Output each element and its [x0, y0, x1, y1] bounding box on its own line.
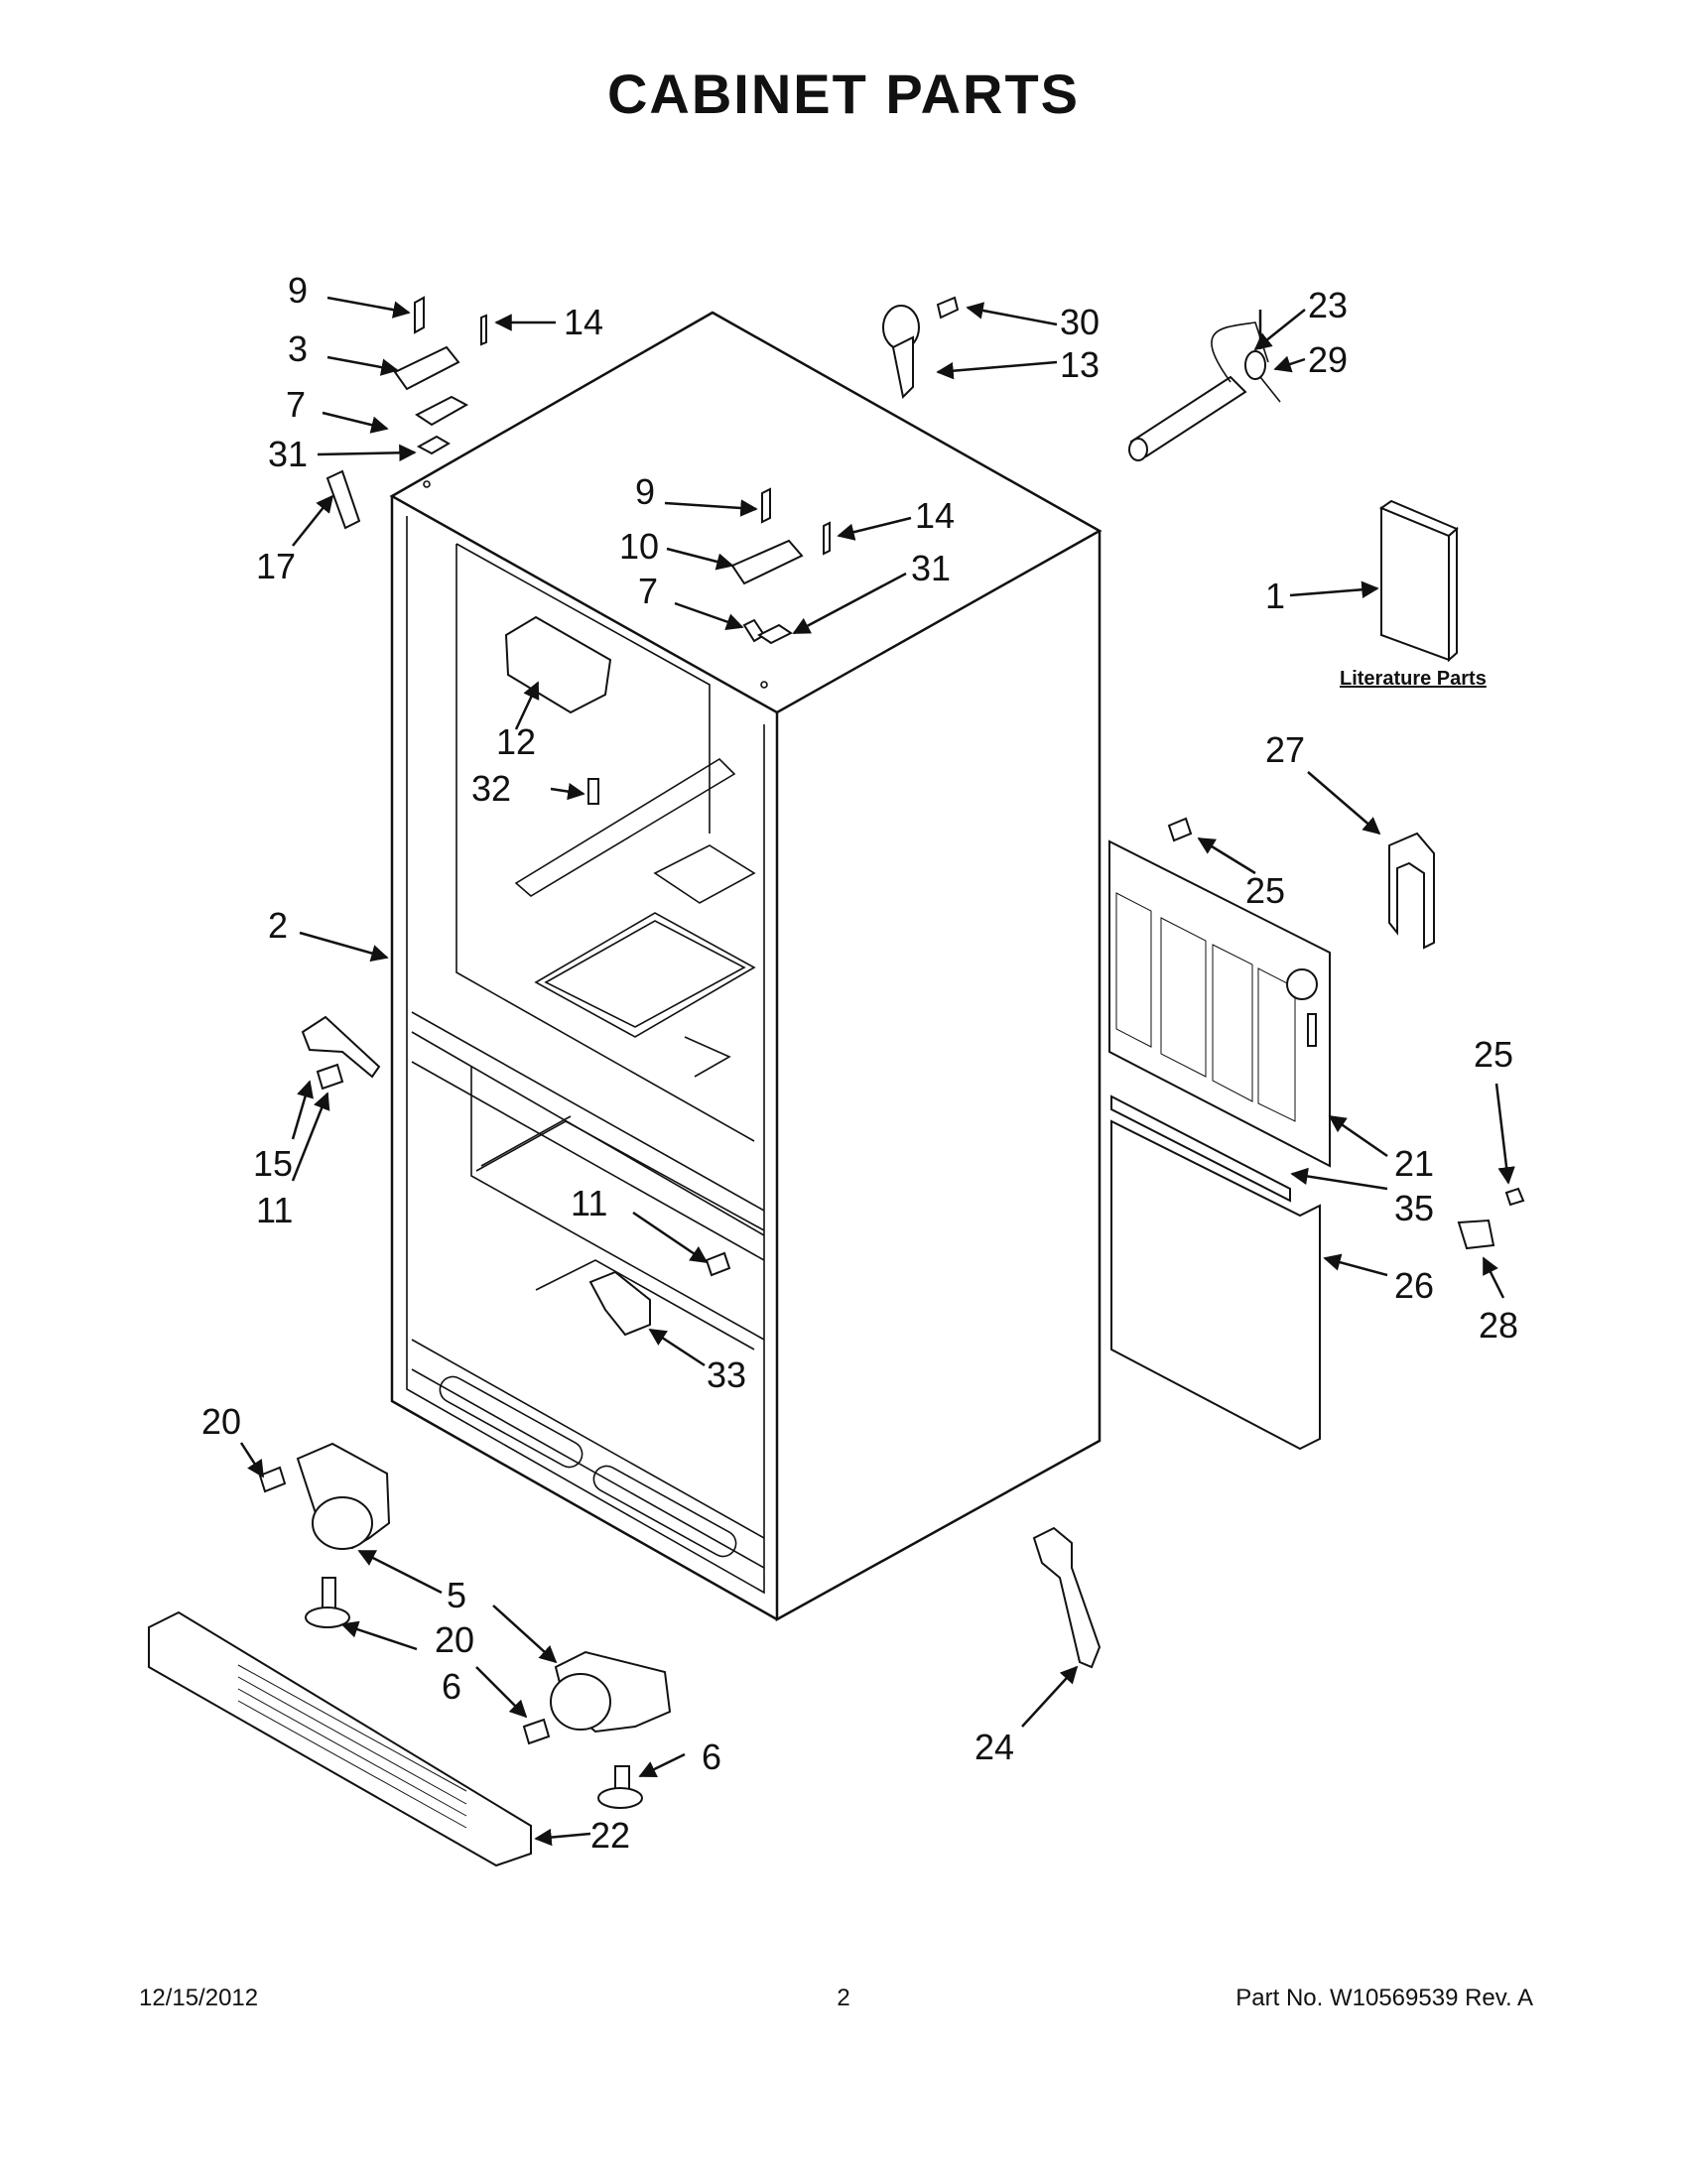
callout-7: 7 — [638, 571, 658, 611]
callout-1: 1 — [1265, 576, 1285, 616]
callout-27: 27 — [1265, 729, 1305, 770]
part-28-clip — [1457, 1219, 1495, 1250]
part-26-panel — [1110, 1119, 1321, 1451]
part-11-screw-center — [705, 1251, 731, 1277]
callout-2: 2 — [268, 905, 288, 946]
top-left-hinge-assembly — [325, 296, 487, 530]
callout-23: 23 — [1308, 285, 1348, 325]
callout-11: 11 — [256, 1190, 293, 1230]
callout-6: 6 — [702, 1736, 721, 1777]
part-32-screw — [587, 778, 599, 805]
callout-14: 14 — [915, 495, 955, 536]
part-23-tube — [1128, 321, 1281, 461]
callout-14: 14 — [564, 302, 603, 342]
callout-9: 9 — [635, 471, 655, 512]
callout-17: 17 — [256, 546, 296, 586]
part-27-clip — [1388, 832, 1435, 950]
part-25-screw-clip — [1504, 1187, 1525, 1207]
callout-24: 24 — [974, 1727, 1014, 1767]
callout-20: 20 — [435, 1619, 474, 1660]
callout-12: 12 — [496, 721, 536, 762]
page-title: CABINET PARTS — [606, 63, 1081, 125]
callout-33: 33 — [707, 1354, 746, 1395]
callout-labels: 9 14 3 7 31 17 9 14 10 7 31 12 32 2 30 1… — [201, 270, 1518, 1856]
part-25-screw-top — [1167, 817, 1193, 842]
callout-20: 20 — [201, 1401, 241, 1442]
literature-book — [1378, 499, 1459, 663]
part-35-strip — [1110, 1094, 1291, 1203]
callout-31: 31 — [268, 434, 308, 474]
callout-35: 35 — [1394, 1188, 1434, 1228]
part-13-pulley — [882, 296, 960, 400]
callout-26: 26 — [1394, 1265, 1434, 1306]
part-11-screw-left — [316, 1063, 344, 1091]
callout-5: 5 — [447, 1575, 466, 1615]
callout-15: 15 — [253, 1143, 293, 1184]
callout-25: 25 — [1245, 870, 1285, 911]
callout-21: 21 — [1394, 1143, 1434, 1184]
part-22-base-grille — [148, 1610, 532, 1867]
literature-parts-label: Literature Parts — [1340, 668, 1487, 690]
callout-7: 7 — [286, 384, 306, 425]
callout-25: 25 — [1474, 1034, 1513, 1075]
part-15-bracket — [301, 1015, 381, 1079]
footer-part-number: Part No. W10569539 Rev. A — [1235, 1985, 1533, 2011]
footer-page-number: 2 — [837, 1985, 850, 2011]
part-33-bracket — [588, 1270, 651, 1337]
part-21-grille — [1108, 839, 1331, 1168]
callout-32: 32 — [471, 768, 511, 809]
part-24-tool — [1032, 1526, 1102, 1669]
leader-lines — [239, 296, 1515, 1847]
footer-date: 12/15/2012 — [139, 1985, 259, 2011]
callout-9: 9 — [288, 270, 308, 311]
right-roller-assembly — [522, 1650, 672, 1809]
callout-31: 31 — [911, 548, 951, 588]
callout-10: 10 — [619, 526, 659, 567]
callout-13: 13 — [1060, 344, 1100, 385]
part-12-bracket — [504, 615, 612, 714]
callout-6: 6 — [442, 1666, 461, 1707]
callout-3: 3 — [288, 328, 308, 369]
callout-11: 11 — [571, 1183, 607, 1223]
left-roller-assembly — [258, 1442, 391, 1628]
cabinet-liner — [389, 311, 1103, 1622]
center-hinge-assembly — [730, 487, 831, 645]
callout-30: 30 — [1060, 302, 1100, 342]
callout-29: 29 — [1308, 339, 1348, 380]
callout-28: 28 — [1479, 1305, 1518, 1346]
callout-22: 22 — [590, 1815, 630, 1856]
